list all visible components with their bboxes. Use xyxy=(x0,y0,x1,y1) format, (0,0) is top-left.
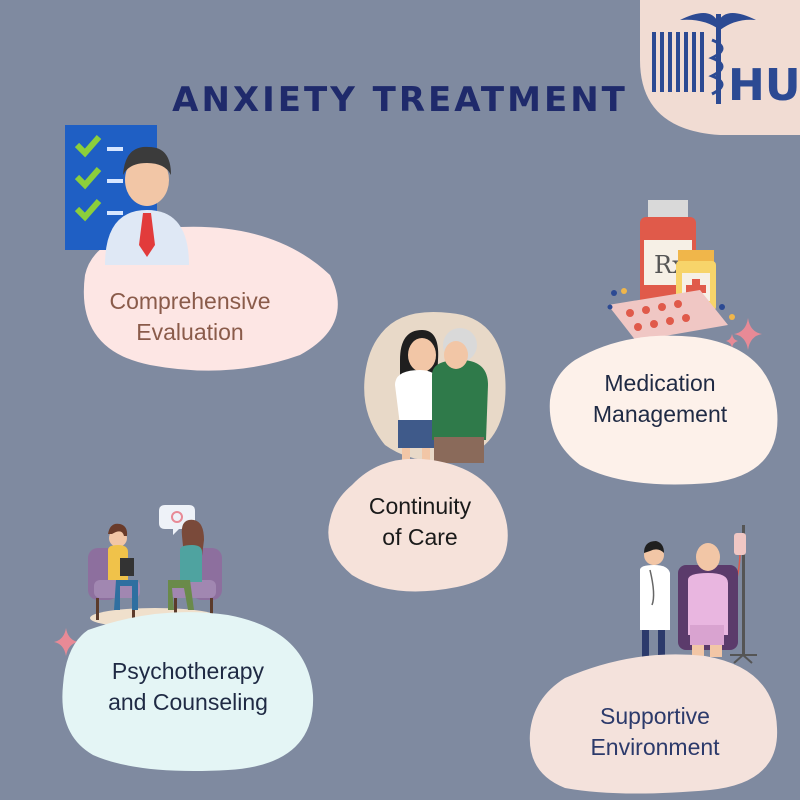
pill-bottles-icon: Rx xyxy=(607,200,735,341)
checklist-person-icon xyxy=(65,125,189,265)
caregiver-hug-icon xyxy=(395,328,488,463)
hospital-care-icon xyxy=(640,525,757,664)
logo-text: HU xyxy=(728,60,800,111)
evaluation-label: Comprehensive Evaluation xyxy=(109,288,271,345)
medication-blob xyxy=(549,335,778,485)
psychotherapy-label: Psychotherapy and Counseling xyxy=(108,658,268,715)
page-title: ANXIETY TREATMENT xyxy=(172,80,628,120)
psychotherapy-blob xyxy=(62,612,314,771)
medication-label: Medication Management xyxy=(592,370,728,427)
supportive-label: Supportive Environment xyxy=(590,703,720,760)
sparkle-icon xyxy=(726,318,762,350)
supportive-blob xyxy=(529,654,778,794)
logo: HU xyxy=(640,0,800,135)
continuity-label: Continuity of Care xyxy=(368,493,472,550)
continuity-blob xyxy=(328,458,508,592)
